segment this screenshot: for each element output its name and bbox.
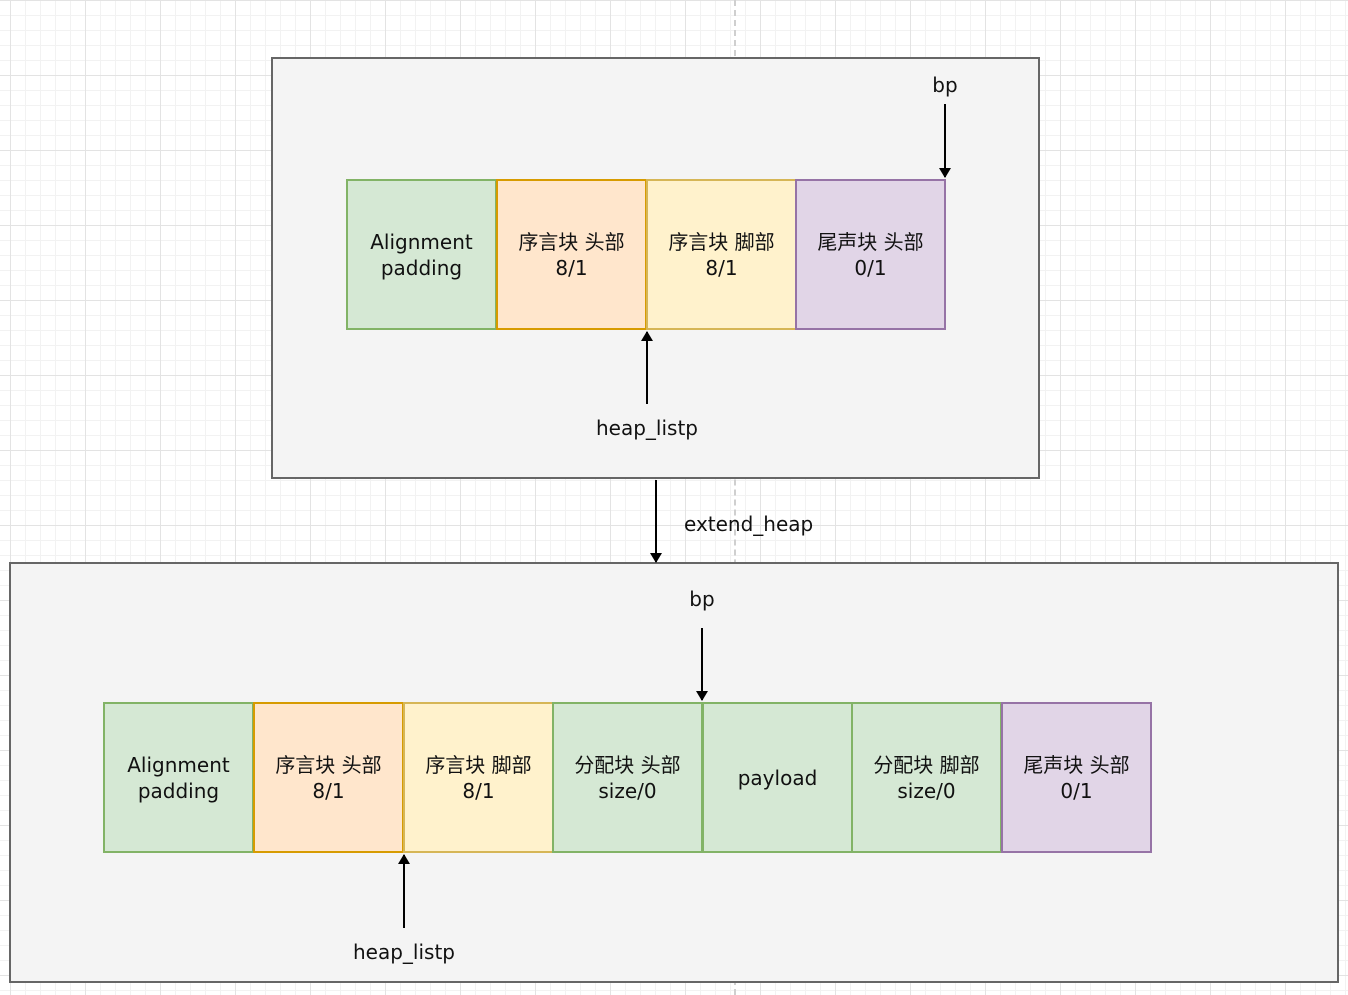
extend-heap-label: extend_heap bbox=[684, 512, 814, 536]
top-prologue-header-cell: 序言块 头部 8/1 bbox=[496, 179, 647, 330]
bottom-alloc-footer-cell: 分配块 脚部 size/0 bbox=[851, 702, 1002, 853]
bottom-alignment-padding-cell: Alignment padding bbox=[103, 702, 254, 853]
bottom-bp-label: bp bbox=[689, 587, 715, 611]
bottom-heap-listp-label: heap_listp bbox=[352, 940, 456, 964]
top-epilogue-header-cell: 尾声块 头部 0/1 bbox=[795, 179, 946, 330]
page-divider bbox=[734, 0, 736, 995]
top-alignment-padding-cell: Alignment padding bbox=[346, 179, 497, 330]
top-prologue-footer-cell: 序言块 脚部 8/1 bbox=[646, 179, 797, 330]
top-heap-listp-label: heap_listp bbox=[595, 416, 699, 440]
bottom-epilogue-header-cell: 尾声块 头部 0/1 bbox=[1001, 702, 1152, 853]
bottom-payload-cell: payload bbox=[702, 702, 853, 853]
bottom-prologue-header-cell: 序言块 头部 8/1 bbox=[253, 702, 404, 853]
top-bp-label: bp bbox=[932, 73, 958, 97]
